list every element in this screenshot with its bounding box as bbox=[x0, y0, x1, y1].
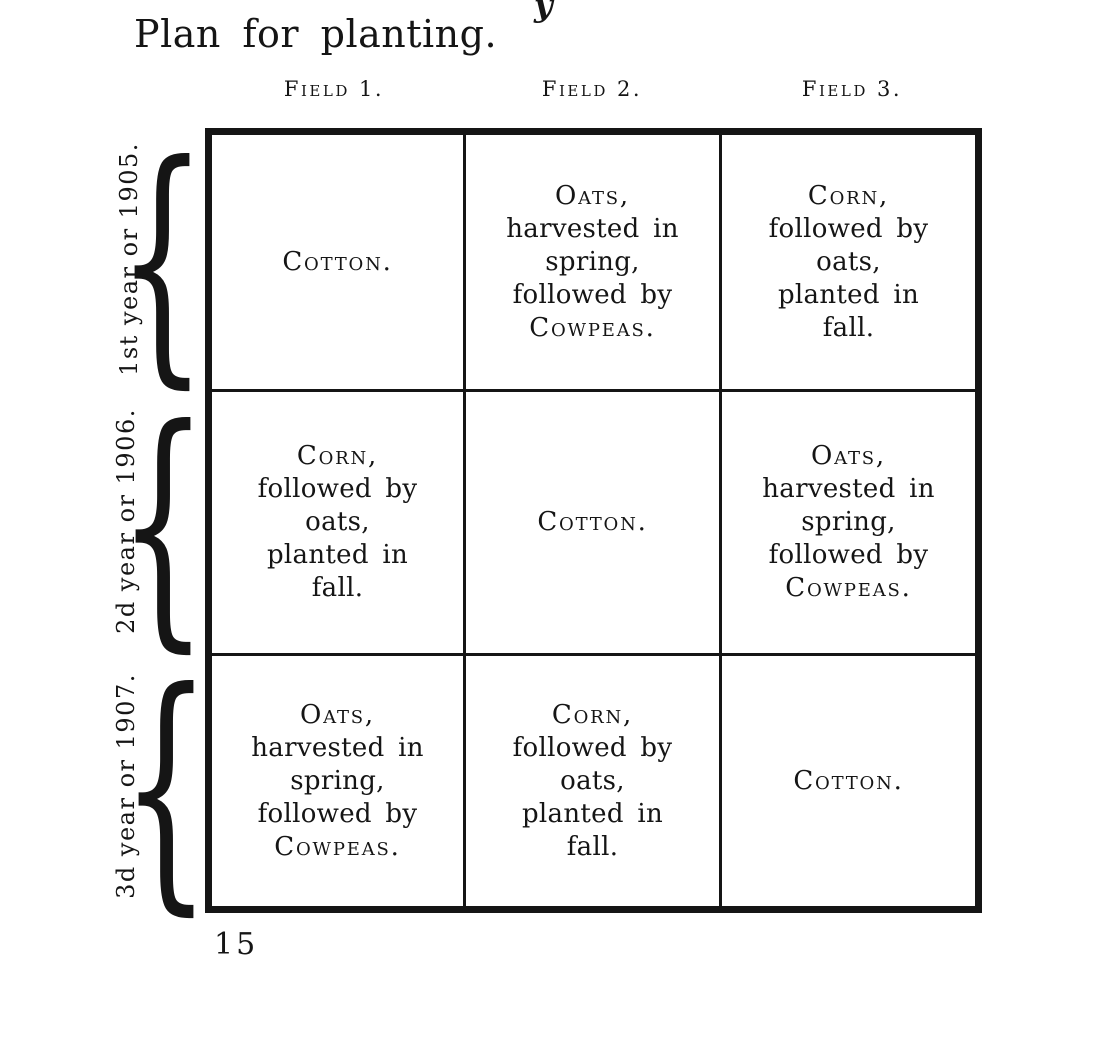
page-number: 15 bbox=[214, 927, 259, 962]
row-brace-year3: { bbox=[120, 637, 212, 937]
cell-line: Cotton. bbox=[282, 246, 393, 277]
cell-line: Corn, bbox=[296, 441, 379, 471]
row-label-year3: 3d year or 1907. bbox=[112, 673, 140, 899]
cell-year2-field1: Corn, followed by oats, planted in fall. bbox=[212, 389, 463, 653]
cell-line: oats, bbox=[816, 246, 881, 277]
column-header-field-2: Field 2. bbox=[541, 77, 643, 101]
cell-line: planted in bbox=[521, 798, 663, 829]
cell-line: Corn, bbox=[551, 699, 634, 730]
row-label-year2: 2d year or 1906. bbox=[112, 408, 140, 634]
cell-line: followed by bbox=[768, 540, 929, 570]
cell-line: Oats, bbox=[811, 441, 886, 471]
cell-line: Corn, bbox=[807, 180, 890, 211]
row-label-year1: 1st year or 1905. bbox=[115, 142, 143, 376]
cell-line: Cotton. bbox=[793, 765, 904, 796]
cell-line: harvested in bbox=[762, 474, 935, 504]
row-brace-year2: { bbox=[117, 374, 209, 674]
cell-line: oats, bbox=[305, 507, 370, 537]
cell-year3-field2: Corn, followed by oats, planted in fall. bbox=[463, 653, 719, 906]
cell-line: harvested in bbox=[506, 213, 679, 244]
cell-year1-field2: Oats, harvested in spring, followed by C… bbox=[463, 135, 719, 389]
cell-year2-field3: Oats, harvested in spring, followed by C… bbox=[719, 389, 975, 653]
cell-line: fall. bbox=[566, 831, 619, 862]
cell-year3-field1: Oats, harvested in spring, followed by C… bbox=[212, 653, 463, 906]
cell-year3-field3: Cotton. bbox=[719, 653, 975, 906]
planting-table: Cotton. Oats, harvested in spring, follo… bbox=[205, 128, 982, 913]
cell-line: followed by bbox=[512, 279, 673, 310]
cell-line: spring, bbox=[545, 246, 640, 277]
cell-line: planted in bbox=[777, 279, 919, 310]
column-header-field-1: Field 1. bbox=[283, 77, 385, 101]
cell-year2-field2: Cotton. bbox=[463, 389, 719, 653]
cell-line: followed by bbox=[257, 798, 418, 829]
cell-year1-field3: Corn, followed by oats, planted in fall. bbox=[719, 135, 975, 389]
cell-line: followed by bbox=[768, 213, 929, 244]
cell-line: Cotton. bbox=[537, 507, 648, 537]
page-title: Plan for planting. bbox=[134, 12, 498, 56]
cell-line: Cowpeas. bbox=[785, 573, 912, 603]
row-brace-year1: { bbox=[116, 110, 208, 410]
cell-year1-field1: Cotton. bbox=[212, 135, 463, 389]
cell-line: Oats, bbox=[555, 180, 630, 211]
cell-line: Cowpeas. bbox=[529, 312, 656, 343]
column-header-field-3: Field 3. bbox=[801, 77, 903, 101]
cell-line: followed by bbox=[257, 474, 418, 504]
cell-line: Oats, bbox=[300, 699, 375, 730]
cell-line: harvested in bbox=[251, 732, 424, 763]
cell-line: Cowpeas. bbox=[274, 831, 401, 862]
cell-line: planted in bbox=[266, 540, 408, 570]
cell-line: fall. bbox=[311, 573, 364, 603]
cell-line: followed by bbox=[512, 732, 673, 763]
cell-line: fall. bbox=[822, 312, 875, 343]
stray-mark: y bbox=[534, 0, 553, 24]
cell-line: spring, bbox=[290, 765, 385, 796]
cell-line: spring, bbox=[801, 507, 896, 537]
cell-line: oats, bbox=[560, 765, 625, 796]
